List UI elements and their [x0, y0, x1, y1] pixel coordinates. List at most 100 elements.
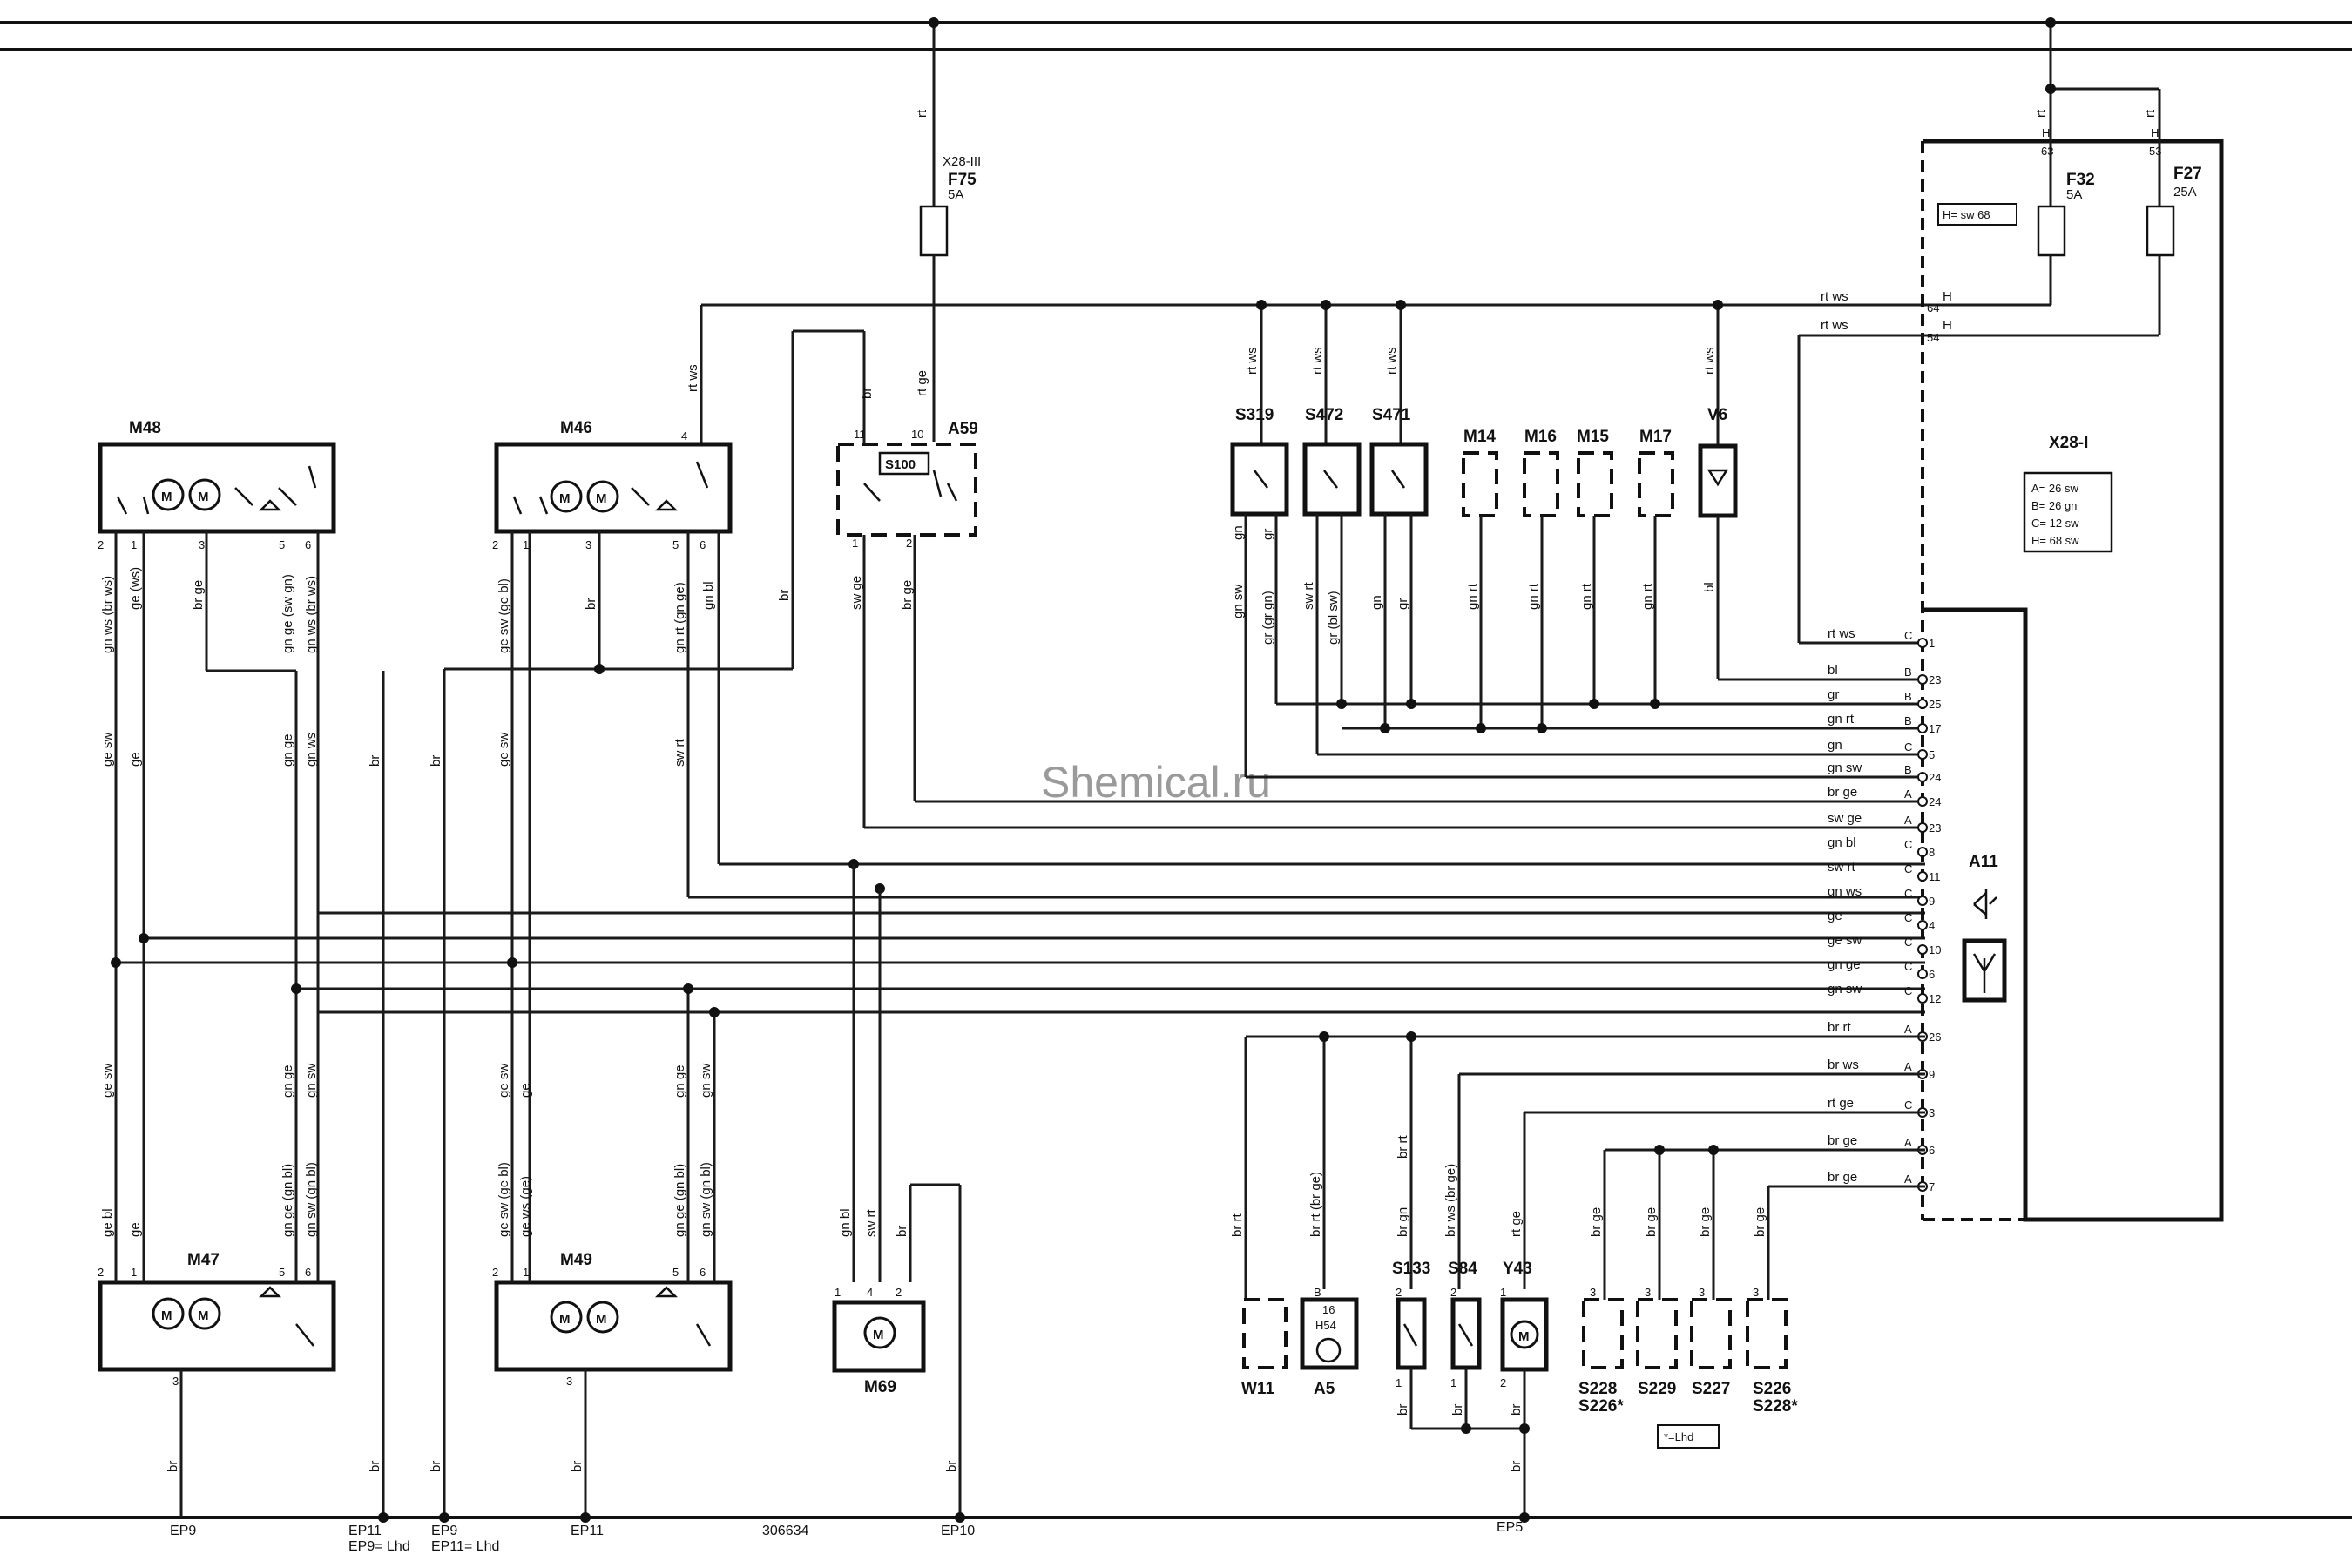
svg-text:br: br — [570, 1461, 585, 1472]
x28-row-letter: C — [1904, 629, 1912, 642]
svg-text:br: br — [429, 755, 443, 767]
x28-pin-terminal — [1917, 847, 1928, 857]
x28-pin-terminal — [1917, 772, 1928, 782]
x28-pin-terminal — [1917, 796, 1928, 807]
svg-text:10: 10 — [911, 428, 923, 441]
svg-text:H: H — [1943, 289, 1952, 304]
svg-text:16: 16 — [1322, 1303, 1335, 1316]
x28-row-pin: 3 — [1929, 1106, 1935, 1119]
svg-text:gn ge: gn ge — [672, 1064, 687, 1098]
svg-text:3: 3 — [1645, 1286, 1651, 1299]
svg-text:gr: gr — [1396, 598, 1410, 610]
svg-text:br rt: br rt — [1230, 1213, 1245, 1238]
svg-text:1: 1 — [523, 1266, 529, 1279]
svg-text:54: 54 — [1927, 331, 1939, 344]
x28-row-pin: 25 — [1929, 698, 1941, 711]
svg-text:F32: F32 — [2066, 171, 2095, 189]
svg-text:H54: H54 — [1315, 1319, 1336, 1332]
svg-text:H= 68 sw: H= 68 sw — [2031, 534, 2079, 547]
x28-row-letter: A — [1904, 1136, 1912, 1149]
f27-fuse — [2146, 205, 2175, 257]
x28-row-wire: gn ge — [1828, 957, 1861, 972]
svg-text:br: br — [166, 1461, 180, 1472]
svg-text:M: M — [559, 1312, 571, 1327]
svg-text:br ge: br ge — [900, 580, 915, 610]
svg-text:64: 64 — [1927, 301, 1939, 314]
f75-rating: 5A — [948, 187, 963, 202]
x28-pin-terminal — [1917, 871, 1928, 882]
svg-text:br rt (br ge): br rt (br ge) — [1308, 1172, 1323, 1237]
svg-text:EP11: EP11 — [348, 1524, 382, 1538]
svg-text:*=Lhd: *=Lhd — [1664, 1430, 1693, 1443]
svg-text:gn sw (gn bl): gn sw (gn bl) — [699, 1162, 713, 1237]
svg-text:2: 2 — [896, 1286, 902, 1299]
motor-icon — [586, 1301, 619, 1334]
svg-text:3: 3 — [566, 1375, 572, 1388]
x28-row-letter: C — [1904, 936, 1912, 949]
svg-text:br: br — [777, 590, 792, 601]
svg-text:ge sw (ge bl): ge sw (ge bl) — [497, 578, 511, 653]
svg-text:gn rt: gn rt — [1579, 583, 1594, 610]
svg-text:ge ws (ge): ge ws (ge) — [518, 1176, 533, 1237]
svg-text:EP9: EP9 — [170, 1524, 196, 1538]
lamp-icon — [1315, 1337, 1342, 1363]
svg-text:F27: F27 — [2173, 165, 2202, 183]
svg-text:br ge: br ge — [1753, 1207, 1767, 1237]
svg-text:ge sw: ge sw — [100, 1064, 115, 1098]
x28-row-pin: 9 — [1929, 1068, 1935, 1081]
svg-text:1: 1 — [835, 1286, 841, 1299]
svg-text:M69: M69 — [864, 1378, 896, 1396]
svg-text:3: 3 — [199, 538, 205, 551]
svg-text:gr (bl sw): gr (bl sw) — [1326, 591, 1341, 645]
left-harness: gn ws (br ws) ge (ws) br ge gn ge (sw gn… — [100, 531, 446, 1517]
svg-text:3: 3 — [1699, 1286, 1705, 1299]
x28-row-pin: 5 — [1929, 748, 1935, 761]
mirror-motors: M14 M16 M15 M17 gn rt gn rt gn rt gn rt — [1462, 428, 1674, 728]
svg-text:rt ws: rt ws — [1245, 347, 1260, 375]
svg-text:rt ge: rt ge — [915, 370, 929, 396]
motor-icon — [152, 1297, 185, 1330]
svg-text:M46: M46 — [560, 419, 592, 437]
svg-text:M: M — [198, 490, 209, 504]
x28-row-wire: ge sw — [1828, 933, 1862, 948]
svg-text:br ge: br ge — [1589, 1207, 1604, 1237]
x28-row-letter: B — [1904, 763, 1912, 776]
svg-text:S471: S471 — [1372, 406, 1411, 424]
svg-text:M47: M47 — [187, 1251, 220, 1269]
watermark: Shemical.ru — [1041, 758, 1271, 807]
svg-text:rt ws: rt ws — [1702, 347, 1717, 375]
svg-text:gn ge (sw gn): gn ge (sw gn) — [280, 574, 295, 653]
svg-text:gn sw: gn sw — [1231, 585, 1246, 618]
svg-text:C= 12 sw: C= 12 sw — [2031, 517, 2079, 530]
x28-row-letter: C — [1904, 984, 1912, 997]
motor-icon — [152, 478, 185, 511]
x28-row-letter: B — [1904, 690, 1912, 703]
svg-text:rt ws: rt ws — [1821, 289, 1848, 304]
svg-text:3: 3 — [585, 538, 591, 551]
svg-text:gn bl: gn bl — [838, 1208, 853, 1237]
f75-fuse — [919, 205, 949, 257]
svg-text:br: br — [429, 1461, 443, 1472]
x28-row-pin: 24 — [1929, 771, 1941, 784]
svg-text:br: br — [860, 388, 875, 399]
x28-row-wire: gn ws — [1828, 884, 1862, 899]
a59-module: A59 S100 11 10 1 2 br sw ge br ge — [793, 329, 978, 828]
f75-connector: X28-III — [943, 154, 981, 169]
x28-row-wire: sw rt — [1828, 860, 1855, 875]
x28-pin-terminal — [1917, 822, 1928, 833]
svg-text:3: 3 — [1590, 1286, 1596, 1299]
svg-text:4: 4 — [867, 1286, 873, 1299]
motor-icon — [550, 480, 583, 513]
x28-row-wire: gn — [1828, 738, 1842, 753]
x28-row-pin: 6 — [1929, 968, 1935, 981]
svg-text:rt ge: rt ge — [1509, 1211, 1524, 1237]
svg-text:sw rt: sw rt — [672, 739, 687, 767]
svg-text:6: 6 — [305, 538, 311, 551]
svg-text:M: M — [198, 1308, 209, 1323]
svg-text:2: 2 — [492, 1266, 498, 1279]
